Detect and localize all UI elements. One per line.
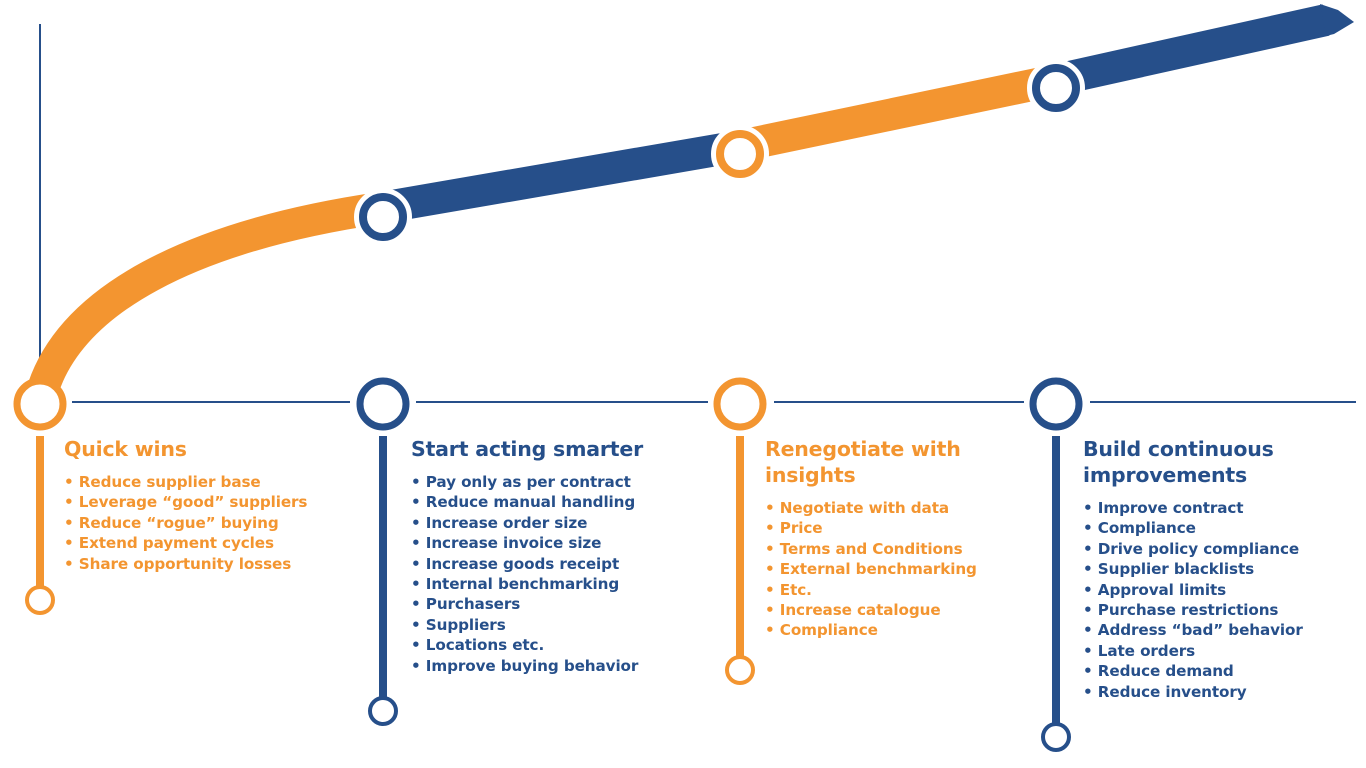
phase-renegotiate-with-insights: Renegotiate with insights Negotiate with… xyxy=(765,436,977,641)
list-item: Improve contract xyxy=(1083,498,1313,518)
list-item: Supplier blacklists xyxy=(1083,559,1313,579)
curve-node xyxy=(716,130,764,178)
growth-curve-blue-2 xyxy=(1052,4,1330,96)
phase-node xyxy=(356,377,410,431)
list-item: Leverage “good” suppliers xyxy=(64,492,334,512)
list-item: Reduce manual handling xyxy=(411,492,691,512)
phase-items: Reduce supplier base Leverage “good” sup… xyxy=(64,472,334,574)
list-item: Drive policy compliance xyxy=(1083,539,1313,559)
list-item: Reduce inventory xyxy=(1083,682,1313,702)
list-item: Increase invoice size xyxy=(411,533,691,553)
curve-node xyxy=(1032,64,1080,112)
phase-items: Pay only as per contract Reduce manual h… xyxy=(411,472,691,676)
list-item: Increase goods receipt xyxy=(411,554,691,574)
list-item: Price xyxy=(765,518,965,538)
list-item: Late orders xyxy=(1083,641,1313,661)
phase-end-node xyxy=(25,585,55,615)
list-item: Pay only as per contract xyxy=(411,472,691,492)
list-item: Approval limits xyxy=(1083,580,1313,600)
phase-end-node xyxy=(1041,722,1071,752)
list-item: Improve buying behavior xyxy=(411,656,691,676)
phase-node xyxy=(1029,377,1083,431)
growth-curve-blue-1 xyxy=(377,130,743,224)
curve-node xyxy=(359,193,407,241)
list-item: Internal benchmarking xyxy=(411,574,691,594)
list-item: Suppliers xyxy=(411,615,691,635)
list-item: Reduce supplier base xyxy=(64,472,334,492)
list-item: External benchmarking xyxy=(765,559,977,579)
phase-title: Build continuous improvements xyxy=(1083,437,1274,487)
list-item: Purchase restrictions xyxy=(1083,600,1313,620)
phase-items: Improve contract Compliance Drive policy… xyxy=(1083,498,1313,702)
phase-node xyxy=(13,377,67,431)
list-item: Address “bad” behavior xyxy=(1083,620,1313,640)
list-item: Etc. xyxy=(765,580,965,600)
list-item: Purchasers xyxy=(411,594,691,614)
list-item: Reduce demand xyxy=(1083,661,1313,681)
growth-curve-arrowhead xyxy=(1320,4,1354,36)
phase-title: Renegotiate with insights xyxy=(765,437,961,487)
growth-curve-orange-2 xyxy=(736,64,1060,162)
phase-items: Negotiate with data Price Terms and Cond… xyxy=(765,498,977,641)
phase-end-node xyxy=(725,655,755,685)
phase-node xyxy=(713,377,767,431)
list-item: Reduce “rogue” buying xyxy=(64,513,334,533)
growth-curve-orange-1 xyxy=(26,192,383,398)
list-item: Compliance xyxy=(1083,518,1313,538)
phase-quick-wins: Quick wins Reduce supplier base Leverage… xyxy=(64,436,334,574)
list-item: Negotiate with data xyxy=(765,498,965,518)
list-item: Terms and Conditions xyxy=(765,539,965,559)
list-item: Increase order size xyxy=(411,513,691,533)
list-item: Locations etc. xyxy=(411,635,691,655)
list-item: Compliance xyxy=(765,620,965,640)
phase-title: Start acting smarter xyxy=(411,437,643,461)
phase-title: Quick wins xyxy=(64,437,187,461)
list-item: Share opportunity losses xyxy=(64,554,334,574)
phase-end-node xyxy=(368,696,398,726)
phase-start-acting-smarter: Start acting smarter Pay only as per con… xyxy=(411,436,691,676)
list-item: Increase catalogue xyxy=(765,600,965,620)
phase-build-continuous-improvements: Build continuous improvements Improve co… xyxy=(1083,436,1313,702)
list-item: Extend payment cycles xyxy=(64,533,334,553)
